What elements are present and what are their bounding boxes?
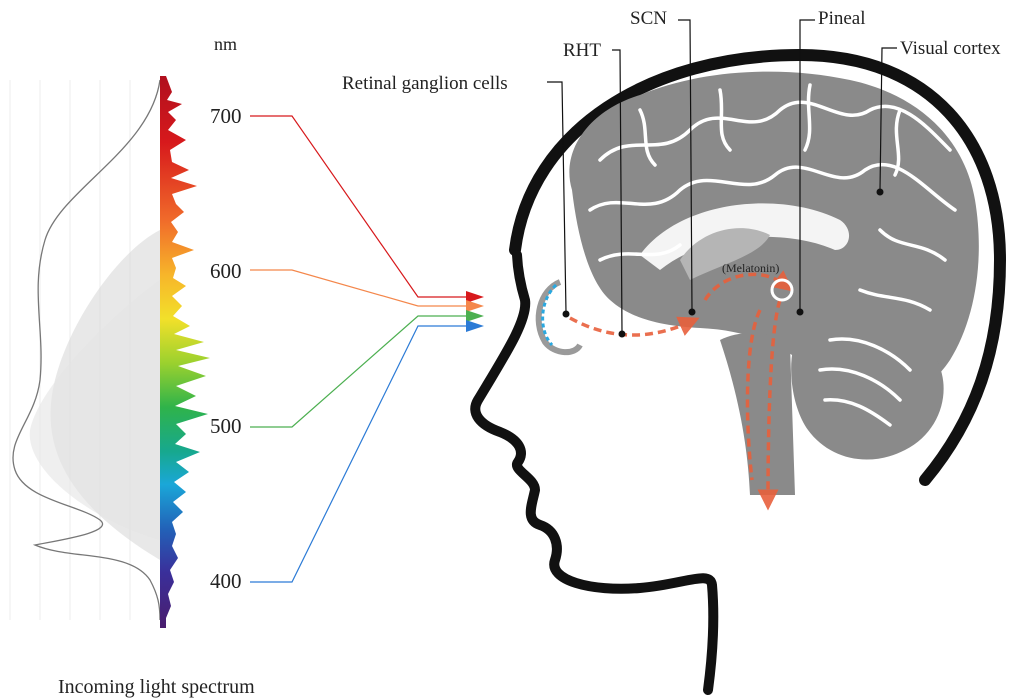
spectrum-tick-500: 500 bbox=[210, 414, 242, 438]
arrowhead-blue bbox=[466, 320, 484, 332]
eye-sclera bbox=[539, 282, 580, 352]
wavelength-connectors bbox=[250, 116, 484, 582]
arrowhead-orange bbox=[466, 300, 484, 312]
label-pineal: Pineal bbox=[818, 8, 866, 29]
label-retinal-ganglion-cells: Retinal ganglion cells bbox=[342, 73, 508, 94]
spectrum-color-bar bbox=[160, 76, 210, 628]
connector-600-orange bbox=[250, 270, 466, 306]
spectrum-unit-label: nm bbox=[214, 34, 237, 54]
connector-400-blue bbox=[250, 326, 466, 582]
label-rht: RHT bbox=[563, 40, 601, 61]
spectrum-tick-600: 600 bbox=[210, 259, 242, 283]
arrowhead-green bbox=[466, 310, 484, 322]
label-melatonin: (Melatonin) bbox=[722, 261, 779, 275]
connector-500-green bbox=[250, 316, 466, 427]
spectrum-caption: Incoming light spectrum bbox=[58, 676, 255, 698]
head-illustration: Retinal ganglion cells RHT SCN Pineal Vi… bbox=[342, 8, 1001, 690]
spectrum-tick-400: 400 bbox=[210, 569, 242, 593]
label-scn: SCN bbox=[630, 8, 667, 29]
brainstem bbox=[720, 333, 795, 495]
spectrum-panel: nm 700 600 500 400 Incoming light spectr… bbox=[10, 34, 255, 698]
spectrum-tick-700: 700 bbox=[210, 104, 242, 128]
pointer-retinal-ganglion bbox=[547, 82, 566, 312]
label-visual-cortex: Visual cortex bbox=[900, 38, 1001, 59]
